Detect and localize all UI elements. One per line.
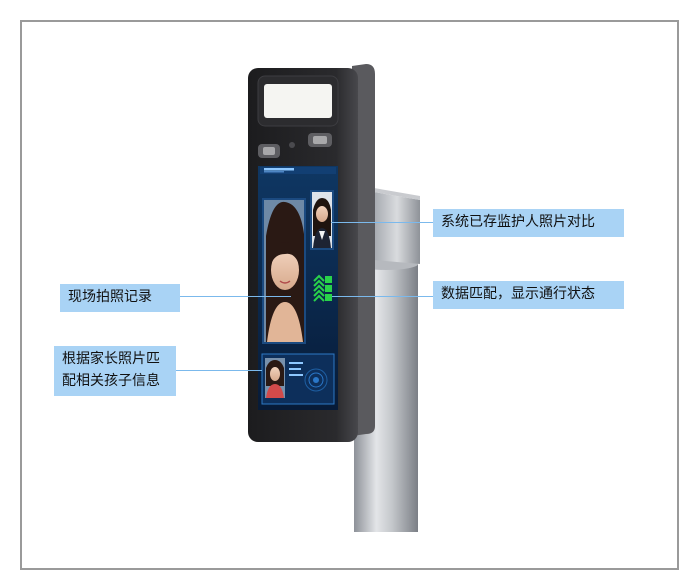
callout-stored-photo-compare: 系统已存监护人照片对比 xyxy=(433,209,624,237)
leader-child-info xyxy=(176,370,262,371)
pass-indicator xyxy=(313,274,332,302)
camera-array xyxy=(258,133,332,158)
callout-live-capture: 现场拍照记录 xyxy=(60,284,180,312)
top-light-bar xyxy=(257,75,339,127)
callout-match-pass-status: 数据匹配，显示通行状态 xyxy=(433,281,624,309)
leader-pass-status xyxy=(332,296,434,297)
mount-bracket xyxy=(374,188,420,264)
image-frame: 系统已存监护人照片对比 现场拍照记录 数据匹配，显示通行状态 根据家长照片匹 配… xyxy=(20,20,679,570)
child-info-panel xyxy=(261,353,335,405)
callout-match-pass-status-text: 数据匹配，显示通行状态 xyxy=(441,286,595,302)
callout-match-child-info-line1: 根据家长照片匹 xyxy=(62,351,160,367)
callout-stored-photo-compare-text: 系统已存监护人照片对比 xyxy=(441,214,595,230)
stored-guardian-photo xyxy=(310,190,334,250)
leader-stored-photo xyxy=(331,222,434,223)
live-capture-photo xyxy=(262,198,306,344)
callout-match-child-info-line2: 配相关孩子信息 xyxy=(62,373,160,389)
display-screen xyxy=(258,166,338,410)
callout-live-capture-text: 现场拍照记录 xyxy=(68,289,152,305)
leader-live-capture xyxy=(179,296,291,297)
device-illustration xyxy=(248,64,420,532)
callout-match-child-info: 根据家长照片匹 配相关孩子信息 xyxy=(54,346,176,396)
